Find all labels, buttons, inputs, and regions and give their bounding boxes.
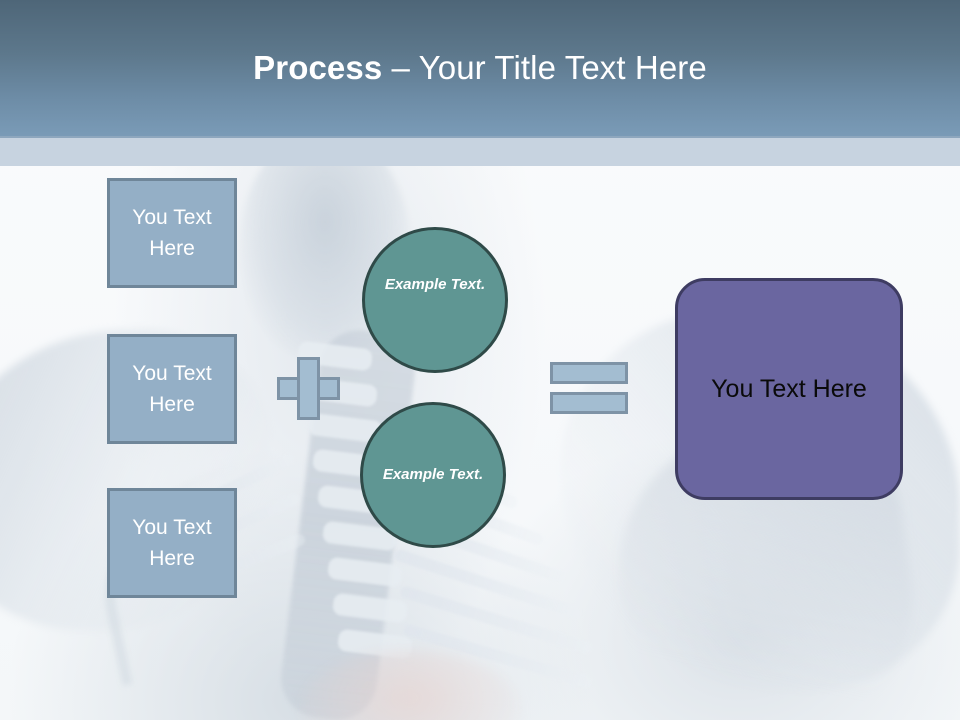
- input-box-2-label: You Text Here: [132, 362, 212, 416]
- result-box-label: You Text Here: [711, 374, 867, 403]
- page-title-rest: – Your Title Text Here: [382, 49, 707, 86]
- example-circle-2-label: Example Text.: [382, 466, 484, 483]
- equals-bottom-bar: [550, 392, 628, 414]
- input-box-1-label: You Text Here: [132, 206, 212, 260]
- header-divider-line: [0, 136, 960, 138]
- equals-top-bar: [550, 362, 628, 384]
- header-accent-band: [0, 136, 960, 166]
- example-circle-2[interactable]: Example Text.: [360, 402, 506, 548]
- plus-center-fill: [300, 380, 317, 397]
- example-circle-1[interactable]: Example Text.: [362, 227, 508, 373]
- example-circle-1-label: Example Text.: [384, 276, 486, 293]
- page-title: Process – Your Title Text Here: [0, 48, 960, 88]
- input-box-2[interactable]: You Text Here: [107, 334, 237, 444]
- input-box-3-label: You Text Here: [132, 516, 212, 570]
- input-box-1[interactable]: You Text Here: [107, 178, 237, 288]
- page-title-emphasis: Process: [253, 49, 383, 86]
- result-box[interactable]: You Text Here: [675, 278, 903, 500]
- input-box-3[interactable]: You Text Here: [107, 488, 237, 598]
- slide-header: Process – Your Title Text Here: [0, 0, 960, 136]
- equals-icon: [550, 362, 628, 414]
- plus-icon: [277, 357, 340, 420]
